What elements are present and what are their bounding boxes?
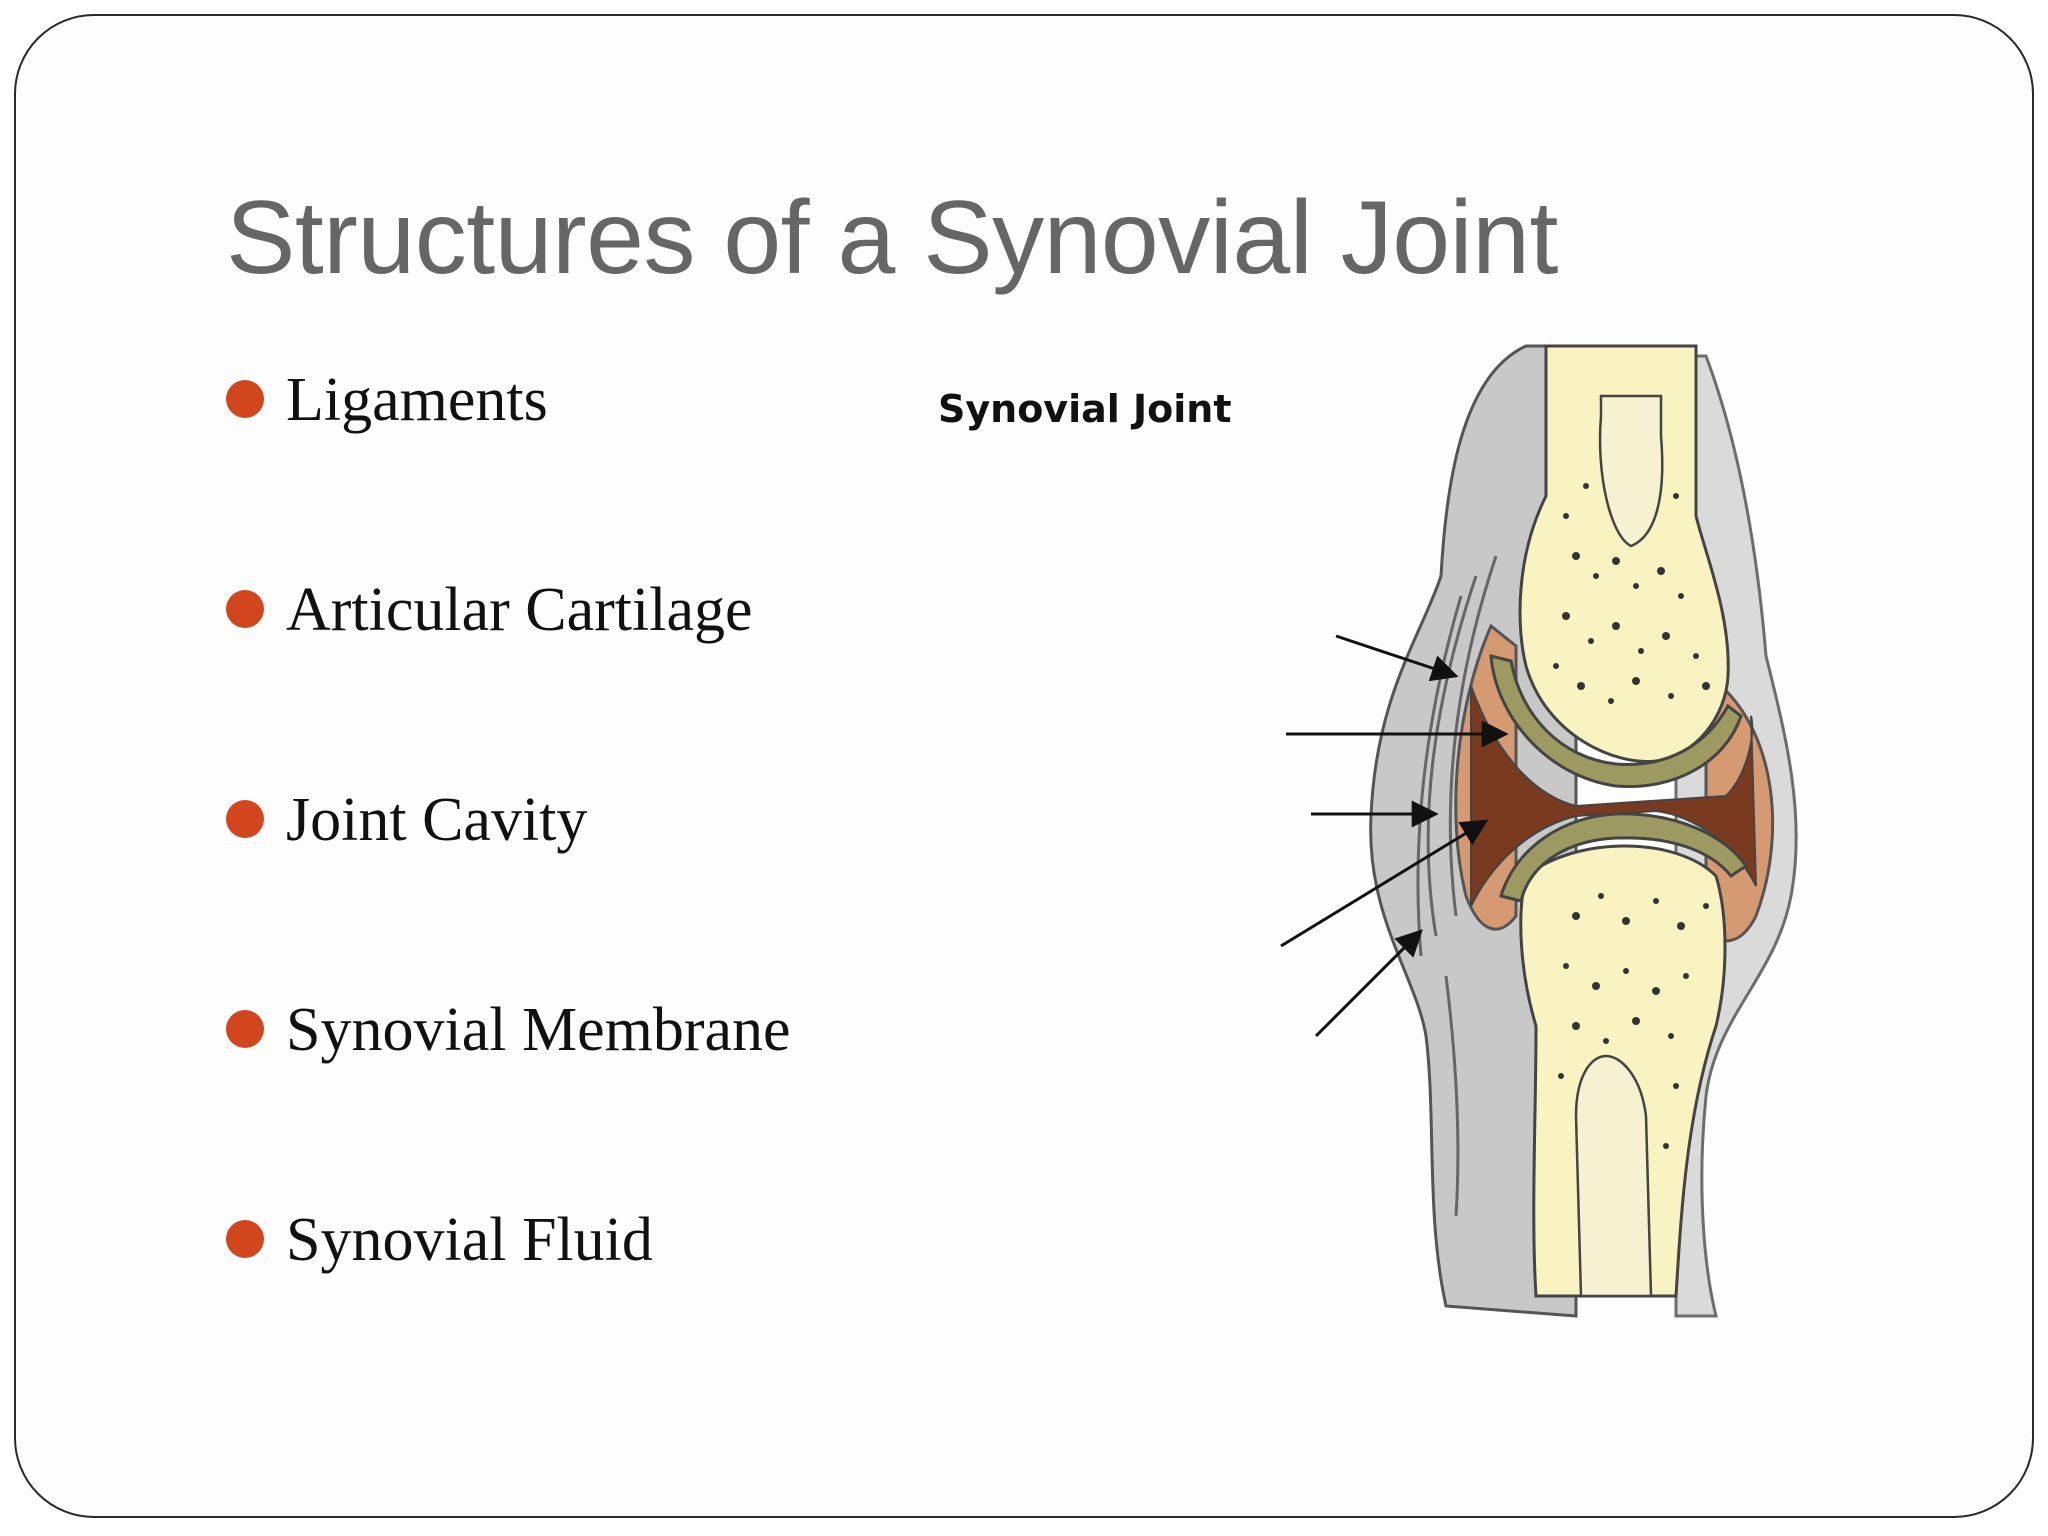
diagram-caption: Synovial Joint	[938, 387, 1231, 431]
ligament-fibers	[1416, 555, 1498, 1217]
bone-speckles	[1553, 483, 1710, 1149]
bullet-dot-icon	[226, 800, 264, 838]
bullet-label: Joint Cavity	[286, 786, 588, 854]
bullet-label: Synovial Membrane	[286, 996, 791, 1064]
bullet-dot-icon	[226, 1220, 264, 1258]
pointer-arrows	[1280, 634, 1509, 1038]
arrow-synovial-membrane	[1280, 819, 1489, 948]
synovial-joint-diagram: Synovial Joint	[938, 344, 1798, 1318]
bullet-label: Ligaments	[286, 366, 548, 434]
upper-marrow-cavity	[1598, 394, 1664, 548]
upper-articular-cartilage	[1489, 654, 1743, 789]
arrow-ligament	[1335, 634, 1459, 682]
joint-cavity	[1470, 685, 1757, 907]
bullet-dot-icon	[226, 590, 264, 628]
slide: Structures of a Synovial Joint Ligaments…	[14, 14, 2034, 1518]
lower-marrow-cavity	[1574, 1054, 1653, 1298]
arrow-synovial-fluid	[1314, 929, 1423, 1038]
bullet-dot-icon	[226, 1010, 264, 1048]
bullet-label: Articular Cartilage	[286, 576, 753, 644]
bullet-dot-icon	[226, 380, 264, 418]
slide-title: Structures of a Synovial Joint	[226, 180, 1558, 296]
lower-articular-cartilage	[1499, 812, 1749, 903]
bullet-label: Synovial Fluid	[286, 1206, 653, 1274]
